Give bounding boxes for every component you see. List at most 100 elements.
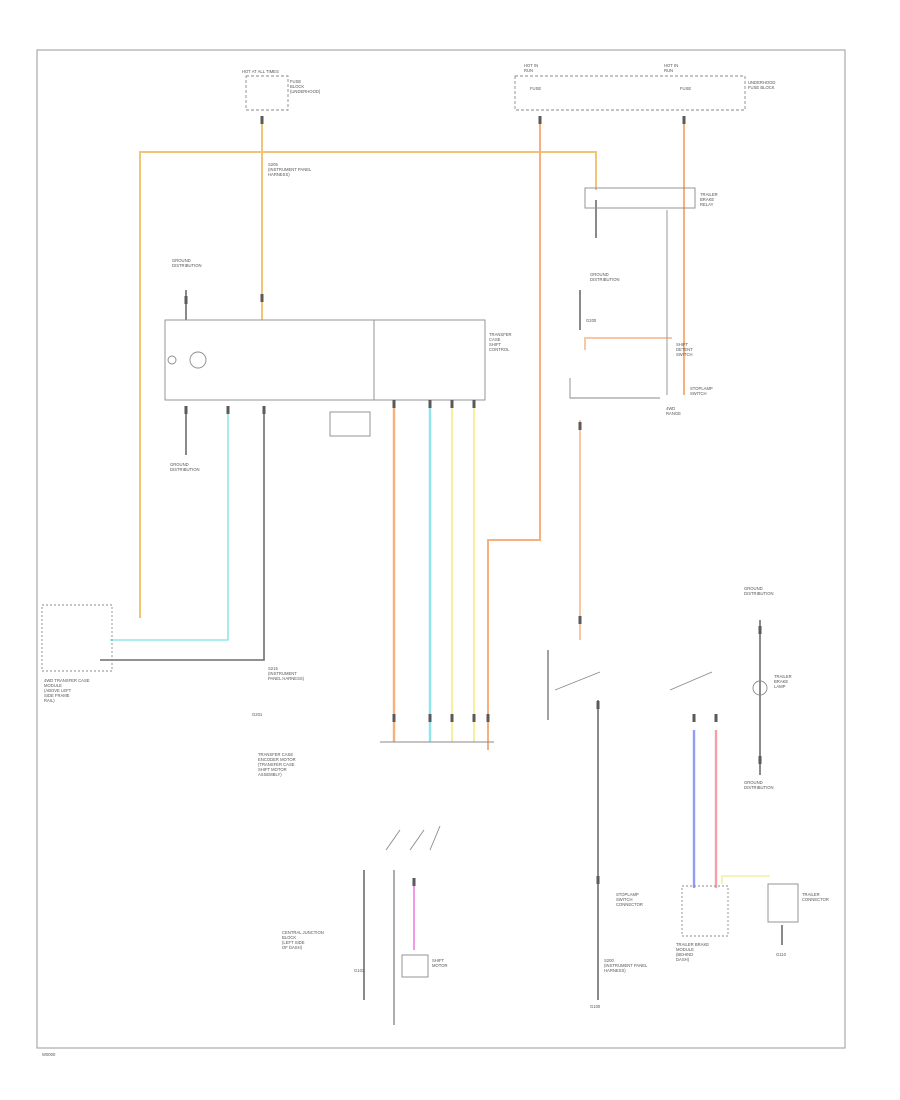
transfer-case-module-line-1: 4WD TRANSFER CASE: [44, 678, 90, 683]
bottom-mid-splice-label: S200 (INSTRUMENT PANEL HARNESS): [604, 958, 648, 973]
ground-g200-label: G200: [586, 318, 597, 323]
bottom-mid-splice-line-3: HARNESS): [604, 968, 626, 973]
switch-lamp-icon: [189, 351, 207, 369]
indicator-lamp-icon: [752, 680, 768, 696]
indicator-lamp-line-3: LAMP: [774, 684, 786, 689]
connector-marker: [758, 756, 762, 764]
relay-top-right-line-2: BRAKE: [700, 197, 714, 202]
transfer-case-module-line-5: RAIL): [44, 698, 55, 703]
splice-mid-left-line-3: PANEL HARNESS): [268, 676, 305, 681]
motor-bottom-left-line-1: SHIFT: [432, 958, 445, 963]
ground-top-mid-label: GROUND DISTRIBUTION: [590, 272, 620, 282]
connector-marker: [692, 714, 696, 722]
shift-motor-switch: [385, 825, 441, 851]
ground-right-bottom-label: GROUND DISTRIBUTION: [744, 780, 774, 790]
ground-mid-left-label: GROUND DISTRIBUTION: [170, 462, 200, 472]
bottom-mid-connector-line-2: SWITCH: [616, 897, 633, 902]
bottom-right-module-line-1: TRAILER BRAKE: [676, 942, 709, 947]
ground-bottom-left-label: G103: [354, 968, 365, 973]
wire-yellow-right: [721, 875, 770, 884]
connector-marker: [262, 406, 266, 414]
ground-right-top-label: GROUND DISTRIBUTION: [744, 586, 774, 596]
switch-assembly-line-4: CONTROL: [489, 347, 510, 352]
encoder-motor-label: TRANSFER CASE ENCODER MOTOR (TRANSFER CA…: [258, 752, 297, 777]
connector-marker: [226, 406, 230, 414]
fuse-top-center-header: HOT IN RUN: [524, 63, 539, 73]
footer-tag: W0000: [42, 1052, 56, 1057]
transfer-case-module-line-2: MODULE: [44, 683, 62, 688]
splice-mid-left-line-2: (INSTRUMENT: [268, 671, 297, 676]
bottom-right-lamp-line-2: CONNECTOR: [802, 897, 829, 902]
trailer-brake-module: [681, 885, 729, 937]
connector-lower-left-line-3: (LEFT SIDE: [282, 940, 305, 945]
fuse-top-right-header: HOT IN RUN: [664, 63, 679, 73]
wire-black-left: [100, 410, 265, 661]
switch-assembly-box: [164, 319, 486, 401]
transfer-case-module-line-3: (ABOVE LEFT: [44, 688, 72, 693]
relay-mid-right: [569, 378, 660, 399]
connector-marker: [428, 400, 432, 408]
fuse-top-right-label: FUSE: [680, 86, 691, 91]
range-line-2: RANGE: [666, 411, 681, 416]
range-line-1: 4WD: [666, 406, 675, 411]
bottom-mid-splice-line-2: (INSTRUMENT PANEL: [604, 963, 648, 968]
connector-marker: [682, 116, 686, 124]
wire-orange-long: [487, 118, 541, 750]
connector-marker: [486, 714, 490, 722]
ground-mid-left-bottom-label: G201: [252, 712, 263, 717]
ground-right-top-line-1: GROUND: [744, 586, 763, 591]
bottom-mid-connector-line-1: STOPLAMP: [616, 892, 639, 897]
transfer-case-module-line-4: SIDE FRAME: [44, 693, 70, 698]
encoder-motor-line-2: ENCODER MOTOR: [258, 757, 296, 762]
fuse-top-center-header-1: HOT IN: [524, 63, 538, 68]
connector-marker: [260, 294, 264, 302]
encoder-motor-line-3: (TRANSFER CASE: [258, 762, 295, 767]
switch-assembly-line-2: CASE: [489, 337, 501, 342]
indicator-lamp-line-2: BRAKE: [774, 679, 788, 684]
splice-mid-left-label: S215 (INSTRUMENT PANEL HARNESS): [268, 666, 305, 681]
stoplamp-switch-blade: [554, 671, 601, 691]
relay-top-right-line-1: TRAILER: [700, 192, 718, 197]
pressure-switch-label: SHIFT DETENT SWITCH: [676, 342, 694, 357]
pressure-switch-line-1: SHIFT: [676, 342, 689, 347]
fuse-block-top-center: [514, 75, 746, 111]
pressure-switch-line-3: SWITCH: [676, 352, 693, 357]
ground-right-bottom-line-1: GROUND: [744, 780, 763, 785]
ground-left-top-line-1: GROUND: [172, 258, 191, 263]
connector-marker: [392, 714, 396, 722]
encoder-motor-line-4: SHIFT MOTOR: [258, 767, 287, 772]
connector-marker: [472, 714, 476, 722]
splice-mid-left-line-1: S215: [268, 666, 278, 671]
connector-marker: [714, 714, 718, 722]
bottom-right-module-line-2: MODULE: [676, 947, 694, 952]
brake-switch-line-2: SWITCH: [690, 391, 707, 396]
fuse-top-right-desc-2: FUSE BLOCK: [748, 85, 775, 90]
splice-top-line-3: HARNESS): [268, 172, 290, 177]
bottom-right-module-line-4: DASH): [676, 957, 690, 962]
trailer-connector-box: [767, 883, 799, 923]
indicator-lamp-line-1: TRAILER: [774, 674, 792, 679]
fuse-top-right-desc: UNDERHOOD FUSE BLOCK: [748, 80, 777, 90]
fuse-top-left-label: FUSE BLOCK (UNDERHOOD): [290, 79, 321, 94]
connector-marker: [596, 701, 600, 709]
diagram-frame: [36, 49, 846, 1049]
connector-marker: [450, 714, 454, 722]
connector-marker: [392, 400, 396, 408]
ground-left-top-label: GROUND DISTRIBUTION: [172, 258, 202, 268]
bottom-mid-splice-line-1: S200: [604, 958, 614, 963]
relay-top-right-label: TRAILER BRAKE RELAY: [700, 192, 719, 207]
brake-switch-line-1: STOPLAMP: [690, 386, 713, 391]
connector-marker: [184, 406, 188, 414]
bottom-right-lamp-label: TRAILER CONNECTOR: [802, 892, 829, 902]
pressure-switch-line-2: DETENT: [676, 347, 693, 352]
ground-top-mid-line-1: GROUND: [590, 272, 609, 277]
connector-marker: [472, 400, 476, 408]
ground-mid-left-line-1: GROUND: [170, 462, 189, 467]
switch-resistor: [329, 411, 371, 437]
ground-right-bottom-line-2: DISTRIBUTION: [744, 785, 774, 790]
splice-top-line-2: (INSTRUMENT PANEL: [268, 167, 312, 172]
connector-marker: [260, 116, 264, 124]
connector-marker: [758, 626, 762, 634]
connector-markers: [184, 116, 762, 886]
